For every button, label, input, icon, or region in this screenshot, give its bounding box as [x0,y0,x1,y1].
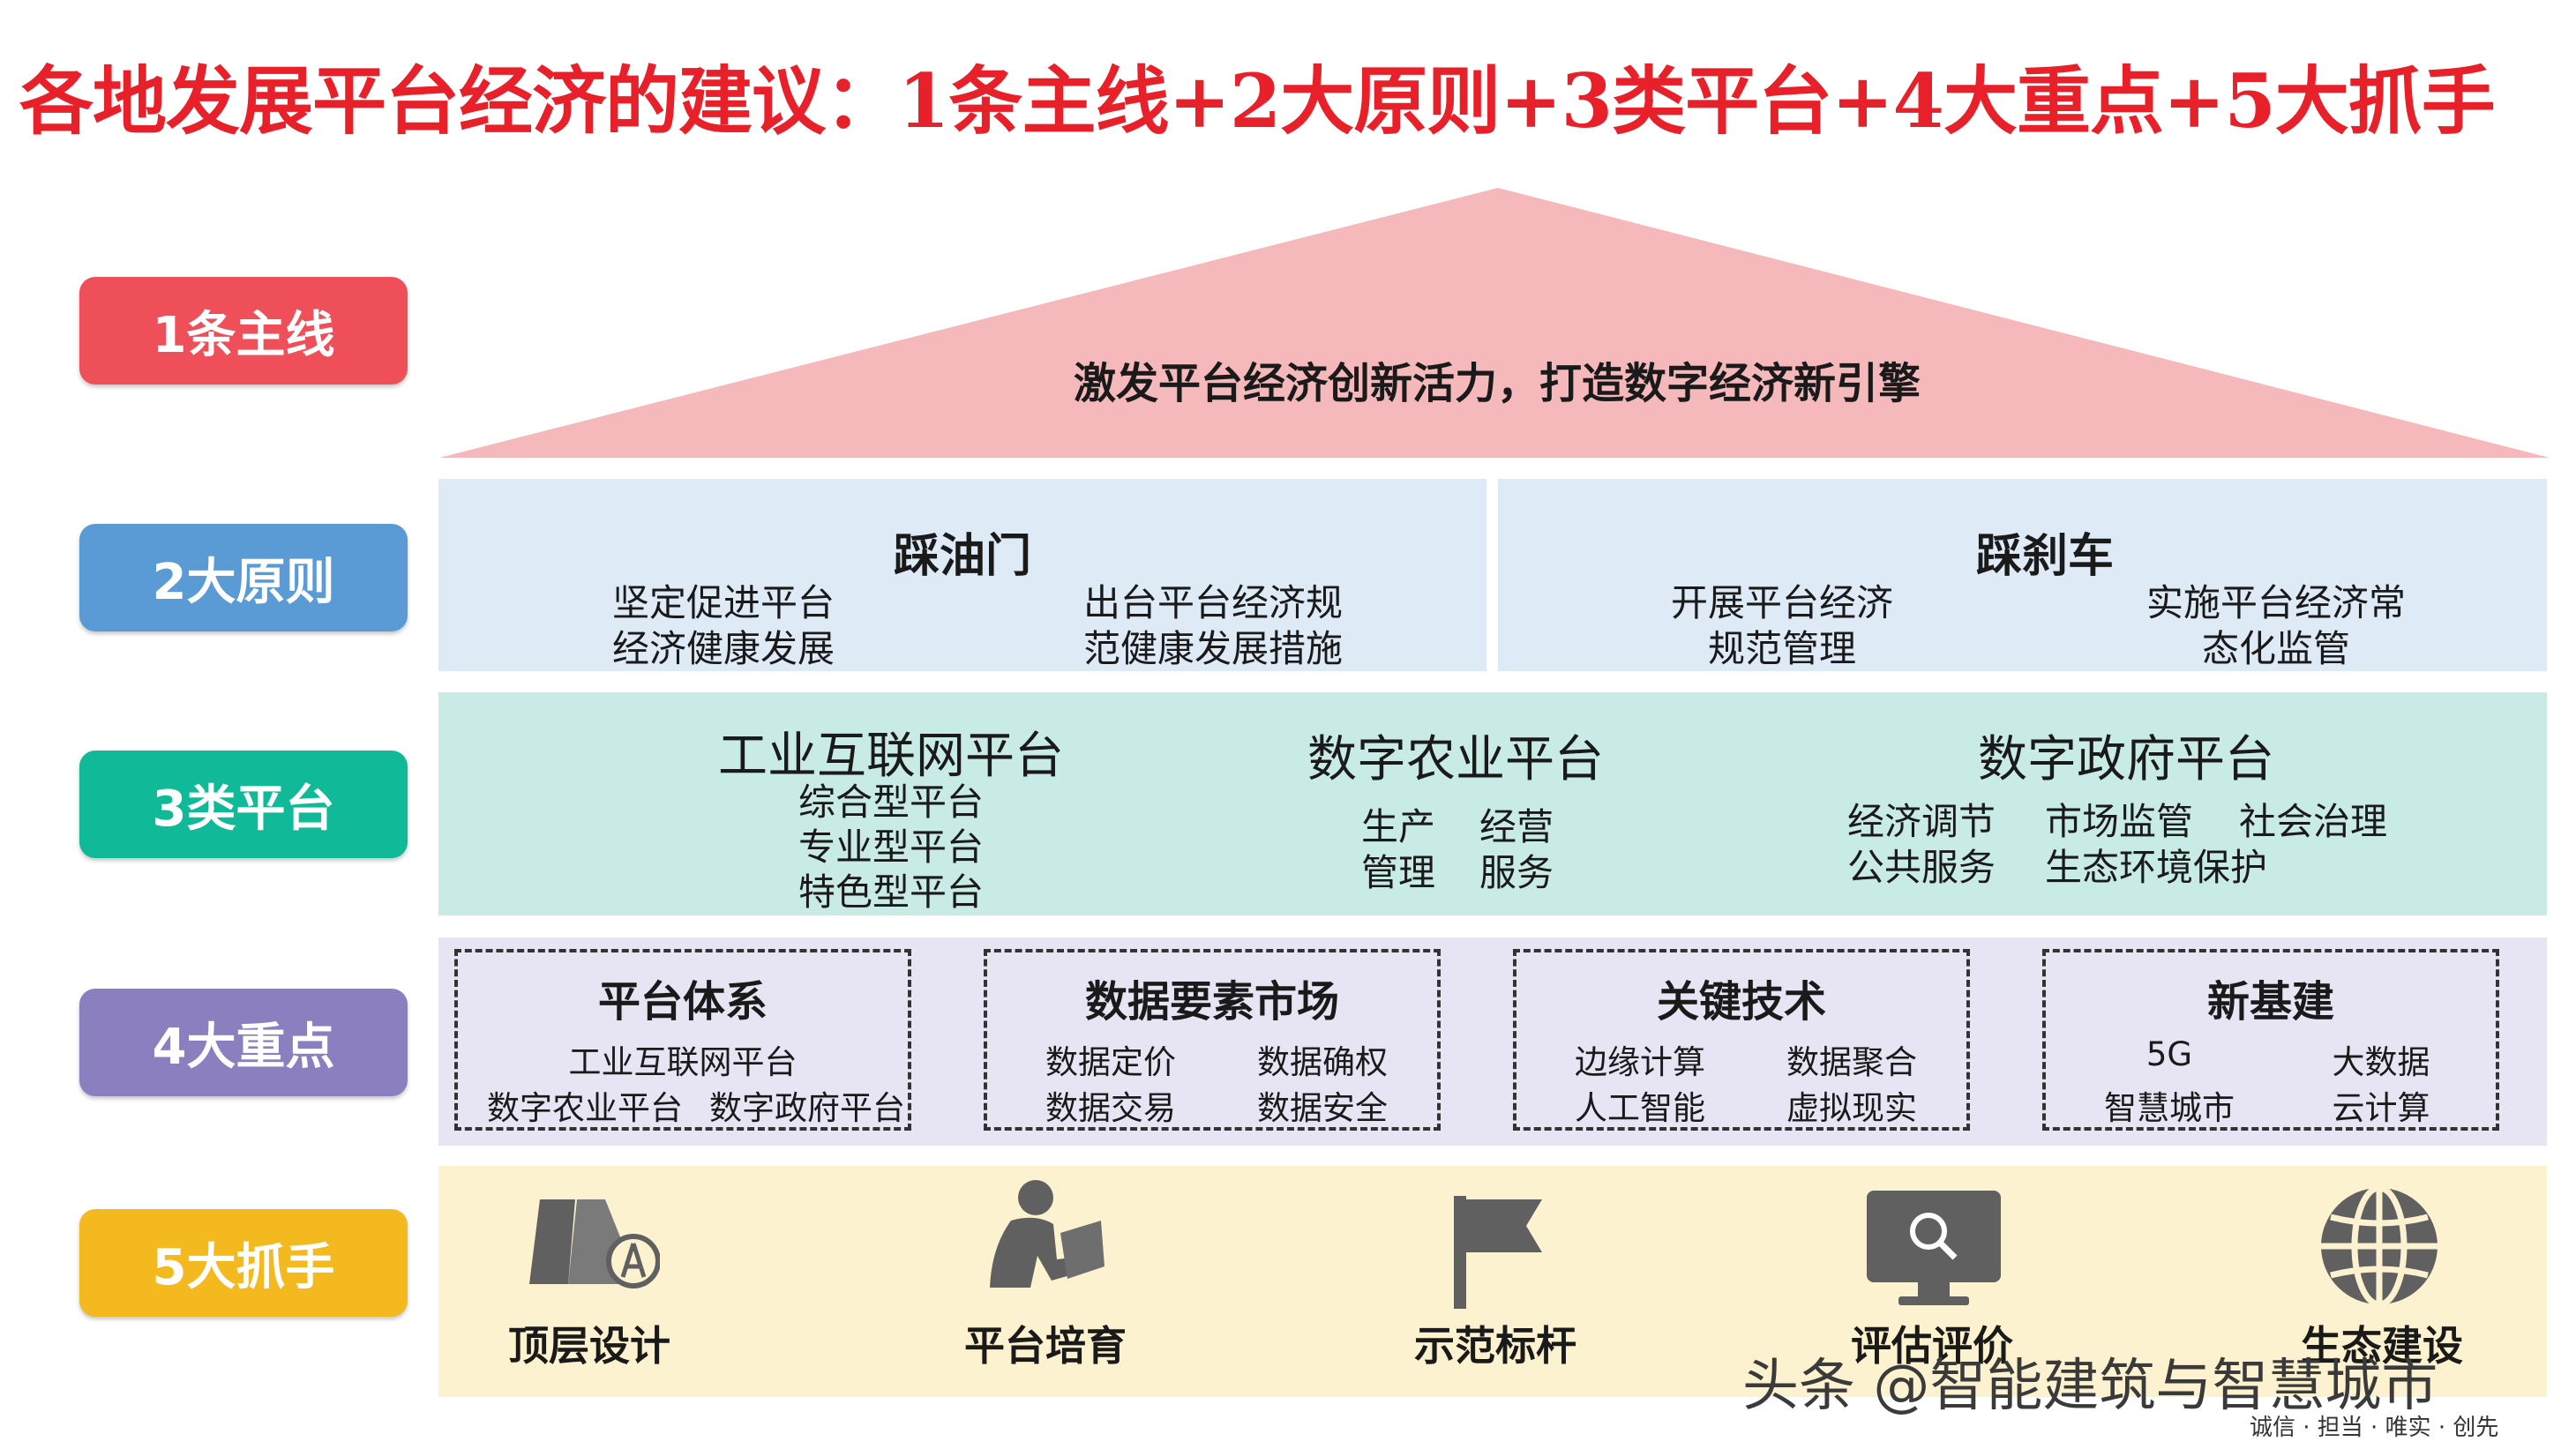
lever-label: 评估评价 [1851,1322,2013,1370]
list-item: 服务 [1479,851,1554,894]
principle-accelerate-panel [438,479,1486,671]
focus-new-infra-item: 云计算 [2332,1089,2430,1127]
platforms-panel [438,692,2547,915]
platform-government-title: 数字政府平台 [1978,731,2274,788]
principle-brake-item-1: 开展平台经济规范管理 [1670,581,1893,670]
lever-label: 生态建设 [2301,1322,2463,1370]
focus-data-market-item: 数据安全 [1257,1089,1388,1127]
focus-key-tech-title: 关键技术 [1656,977,1826,1027]
focus-data-market-item: 数据确权 [1257,1043,1388,1081]
focus-new-infra-item: 5G [2145,1035,2193,1073]
principle-brake-panel [1498,479,2547,671]
principle-accelerate-item-1: 坚定促进平台经济健康发展 [611,581,835,670]
watermark-text: 头条 @智能建筑与智慧城市 [1742,1354,2438,1419]
focus-new-infra-item: 大数据 [2332,1043,2430,1081]
platform-agriculture-col-2: 经营 服务 [1459,804,1574,896]
principle-accelerate-item-2: 出台平台经济规范健康发展措施 [1082,581,1343,670]
list-item: 特色型平台 [798,870,984,914]
label-principles: 2大原则 [79,524,408,631]
focus-key-tech-item: 数据聚合 [1786,1043,1917,1081]
list-item: 生产 [1360,805,1435,848]
focus-platform-system-box: 平台体系 工业互联网平台 数字农业平台 数字政府平台 [454,949,911,1131]
roof-triangle [439,188,2550,458]
platform-industrial-title: 工业互联网平台 [718,728,1064,785]
lever-label: 顶层设计 [508,1322,670,1370]
focus-new-infra-item: 智慧城市 [2104,1089,2235,1127]
focus-key-tech-item: 人工智能 [1575,1089,1705,1127]
focus-data-market-title: 数据要素市场 [1084,977,1339,1027]
main-line-text: 激发平台经济创新活力，打造数字经济新引擎 [1073,359,1921,408]
focus-key-tech-item: 虚拟现实 [1786,1089,1917,1127]
page-title: 各地发展平台经济的建议：1条主线+2大原则+3类平台+4大重点+5大抓手 [19,57,2496,145]
monitor-search-icon [1867,1191,2001,1305]
focus-platform-system-title: 平台体系 [597,977,768,1027]
list-item: 综合型平台 [798,781,984,824]
focus-platform-system-item: 数字政府平台 [709,1089,905,1127]
platform-agriculture-col-1: 生产 管理 [1341,804,1456,896]
platform-government-item: 市场监管 [2045,800,2194,843]
label-focus: 4大重点 [79,989,408,1096]
focus-data-market-item: 数据定价 [1045,1043,1176,1081]
lever-label: 平台培育 [964,1322,1127,1370]
platform-government-item: 公共服务 [1847,846,1996,889]
map-compass-icon [529,1199,660,1288]
focus-data-market-item: 数据交易 [1045,1089,1176,1127]
list-item: 专业型平台 [798,825,984,869]
person-reading-icon [990,1180,1105,1288]
globe-icon [2321,1184,2437,1308]
list-item: 经营 [1479,805,1554,848]
focus-platform-system-item: 工业互联网平台 [568,1043,798,1081]
focus-key-tech-item: 边缘计算 [1575,1043,1705,1081]
label-main-line: 1条主线 [79,277,408,385]
platform-industrial-list: 综合型平台 专业型平台 特色型平台 [715,780,1067,915]
focus-platform-system-item: 数字农业平台 [487,1089,683,1127]
principle-brake-item-2: 实施平台经济常态化监管 [2145,581,2406,670]
focus-key-tech-box: 关键技术 边缘计算 数据聚合 人工智能 虚拟现实 [1513,949,1970,1131]
focus-new-infra-box: 新基建 5G 大数据 智慧城市 云计算 [2042,949,2499,1131]
platform-government-item: 经济调节 [1847,800,1996,843]
principle-brake-title: 踩刹车 [1975,530,2114,583]
principle-accelerate-title: 踩油门 [893,530,1031,583]
watermark-slogan: 诚信 · 担当 · 唯实 · 创先 [2250,1415,2499,1441]
label-levers: 5大抓手 [79,1209,408,1317]
platform-government-item: 生态环境保护 [2045,846,2268,889]
platform-government-item: 社会治理 [2239,800,2388,843]
focus-panel [438,937,2547,1146]
flag-icon [1454,1196,1542,1309]
list-item: 管理 [1360,851,1435,894]
label-platforms: 3类平台 [79,751,408,858]
lever-label: 示范标杆 [1414,1322,1576,1370]
focus-new-infra-title: 新基建 [2206,977,2334,1027]
focus-data-market-box: 数据要素市场 数据定价 数据确权 数据交易 数据安全 [984,949,1441,1131]
platform-agriculture-title: 数字农业平台 [1307,731,1604,788]
